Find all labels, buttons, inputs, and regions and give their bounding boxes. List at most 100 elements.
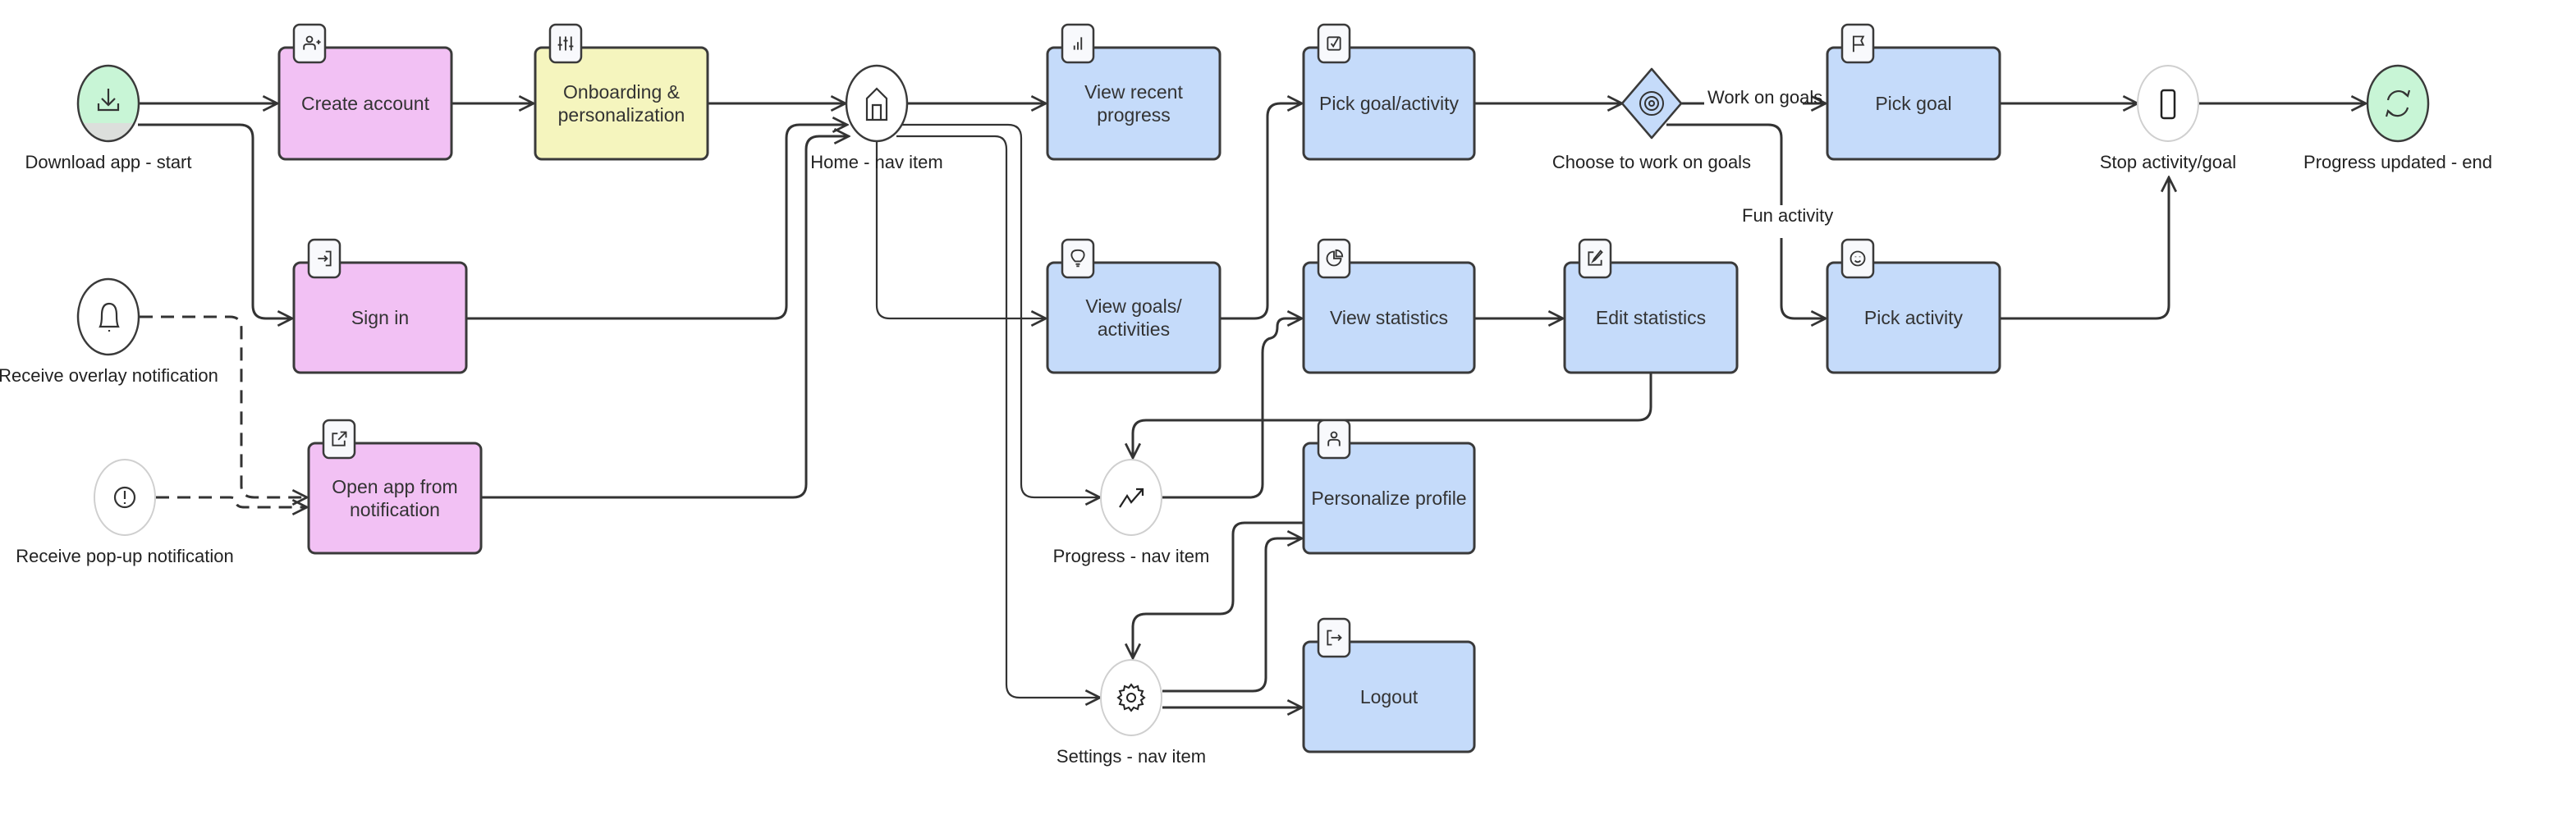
node-home[interactable] [845, 64, 909, 143]
node-pick-activity[interactable]: Pick activity [1826, 238, 2001, 374]
refresh-icon [2385, 89, 2411, 117]
settings-nav-label: Settings - nav item [1057, 746, 1206, 767]
node-pick-goal-activity-label: Pick goal/activity [1319, 93, 1460, 114]
edit-icon [1588, 250, 1603, 266]
external-link-icon [332, 431, 347, 446]
edge-progress-viewstats[interactable] [1162, 318, 1302, 499]
edge-settings-personalize[interactable] [1162, 538, 1302, 693]
flag-icon [1852, 35, 1865, 53]
edge-openapp-home[interactable] [481, 136, 849, 499]
bar-chart-icon [1073, 37, 1083, 50]
node-pick-goal[interactable]: Pick goal [1826, 23, 2001, 161]
overlay-label: Receive overlay notification [0, 365, 218, 386]
node-sign-in-box [292, 261, 468, 374]
progress-nav-label: Progress - nav item [1053, 546, 1210, 566]
node-view-goals-label-line2: activities [1098, 318, 1170, 340]
node-edit-statistics-label: Edit statistics [1596, 307, 1706, 328]
node-logout-label: Logout [1360, 686, 1419, 707]
checkbox-icon [1327, 36, 1341, 51]
node-pick-goal-activity[interactable]: Pick goal/activity [1302, 23, 1476, 161]
edge-download-sign-in[interactable] [138, 123, 292, 318]
stop-label: Stop activity/goal [2100, 152, 2236, 172]
node-edit-statistics[interactable]: Edit statistics [1563, 238, 1739, 374]
node-create-account[interactable]: Create account [277, 23, 453, 161]
sliders-icon [557, 36, 574, 51]
node-view-recent-box [1046, 46, 1222, 161]
edge-label-fun-activity: Fun activity [1742, 205, 1833, 226]
icon-badge [1317, 23, 1351, 64]
edge-editstats-progress[interactable] [1133, 373, 1652, 458]
edge-personalize-settings[interactable] [1133, 521, 1304, 658]
node-view-statistics-box [1302, 261, 1476, 374]
node-onboarding-label-line1: Onboarding & [563, 81, 680, 103]
edge-viewgoals-pickgoal[interactable] [1220, 103, 1302, 320]
node-sign-in-label: Sign in [351, 307, 409, 328]
node-view-statistics[interactable]: View statistics [1302, 238, 1476, 374]
node-logout[interactable]: Logout [1302, 617, 1476, 753]
node-pick-activity-label: Pick activity [1864, 307, 1964, 328]
edge-home-settings[interactable] [896, 135, 1100, 698]
download-icon [97, 89, 120, 112]
node-progress-nav[interactable] [1100, 459, 1162, 536]
node-onboarding-box [534, 46, 709, 161]
user-icon [1327, 431, 1341, 446]
gear-icon [1116, 683, 1146, 712]
user-plus-icon [303, 35, 321, 50]
node-personalize-profile-box [1302, 442, 1476, 555]
node-create-account-label: Create account [301, 93, 430, 114]
node-pick-goal-label: Pick goal [1875, 93, 1951, 114]
logout-icon [1327, 630, 1342, 646]
node-view-recent-label-line1: View recent [1084, 81, 1183, 103]
edge-home-view-goals[interactable] [875, 141, 1046, 318]
edges [138, 103, 2366, 707]
edge-signin-home[interactable] [466, 125, 847, 320]
lightbulb-icon [1070, 249, 1085, 268]
alert-circle-icon [113, 486, 136, 509]
edge-label-work-on-goals: Work on goals [1707, 87, 1822, 108]
edge-overlay-openapp[interactable] [140, 315, 307, 497]
edge-decision-pickactivity-b[interactable] [1780, 238, 1826, 318]
node-view-statistics-label: View statistics [1330, 307, 1448, 328]
node-open-app-label-line2: notification [350, 499, 440, 520]
edge-decision-pickactivity-a[interactable] [1666, 123, 1783, 205]
node-overlay-notification[interactable] [76, 277, 140, 356]
node-pick-goal-activity-box [1302, 46, 1476, 161]
stop-icon [2160, 89, 2176, 120]
icon-badge [1061, 238, 1095, 279]
node-decision[interactable] [1620, 67, 1683, 140]
trending-up-icon [1119, 488, 1144, 508]
home-label: Home - nav item [810, 152, 942, 172]
edge-popup-openapp[interactable] [156, 496, 307, 507]
node-personalize-profile-label: Personalize profile [1311, 488, 1466, 509]
node-logout-box [1302, 640, 1476, 753]
node-view-recent-label-line2: progress [1097, 104, 1170, 126]
node-onboarding[interactable]: Onboarding &personalization [534, 23, 709, 161]
download-label: Download app - start [25, 152, 192, 172]
node-pick-activity-box [1826, 261, 2001, 374]
end-label: Progress updated - end [2303, 152, 2492, 172]
smile-icon [1849, 250, 1866, 267]
node-personalize-profile[interactable]: Personalize profile [1302, 419, 1476, 555]
target-icon [1639, 91, 1664, 116]
node-open-app-label-line1: Open app from [332, 476, 457, 497]
node-settings-nav[interactable] [1100, 659, 1162, 736]
edge-home-progress[interactable] [901, 123, 1100, 497]
decision-label: Choose to work on goals [1552, 152, 1751, 172]
node-open-app-box [307, 442, 483, 555]
node-edit-statistics-box [1563, 261, 1739, 374]
node-stop[interactable] [2137, 65, 2199, 142]
node-view-goals-box [1046, 261, 1222, 374]
edge-pickactivity-stop[interactable] [2000, 177, 2169, 320]
home-icon [865, 87, 888, 121]
node-end[interactable] [2366, 64, 2430, 143]
node-download-start[interactable] [74, 64, 148, 148]
node-view-goals[interactable]: View goals/activities [1046, 238, 1222, 374]
login-icon [318, 250, 332, 267]
node-view-goals-label-line1: View goals/ [1085, 295, 1182, 317]
node-popup-notification[interactable] [94, 459, 156, 536]
icon-badge [1840, 23, 1875, 64]
node-sign-in[interactable]: Sign in [292, 238, 468, 374]
